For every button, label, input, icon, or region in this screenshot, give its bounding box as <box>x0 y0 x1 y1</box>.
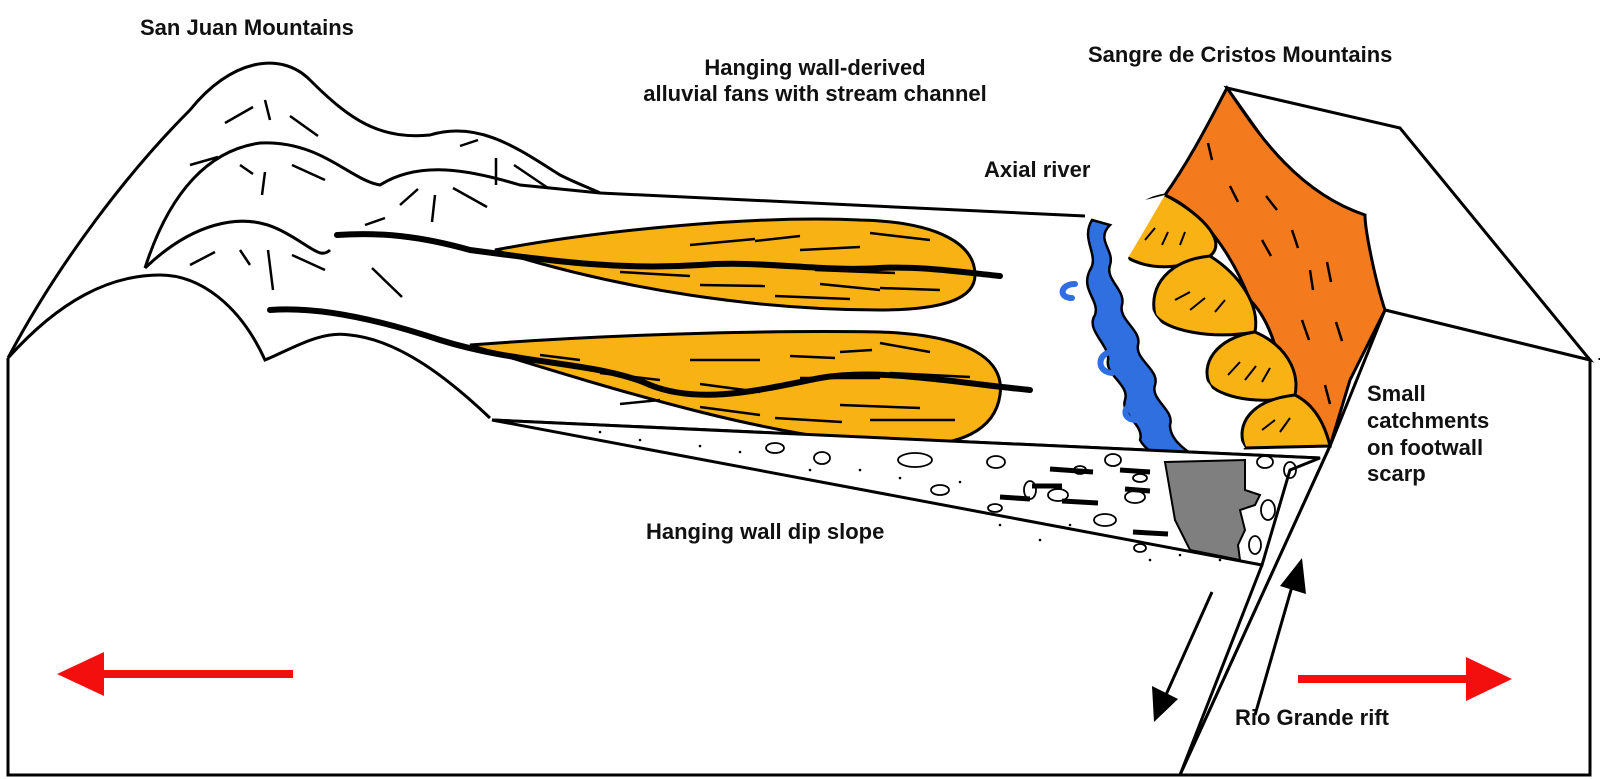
hanging-fans-line-1: Hanging wall-derived <box>704 55 926 80</box>
footwall-up-arrow <box>1253 582 1295 716</box>
dip-slope-label: Hanging wall dip slope <box>646 519 885 544</box>
catchments-line-1: Small <box>1367 381 1426 406</box>
scarp-hachures <box>1206 142 1344 405</box>
catchments-line-3: on footwall <box>1367 434 1484 460</box>
fault-trace <box>1178 564 1264 776</box>
basin-fill-dots <box>598 430 1222 562</box>
san-juan-mountains-label: San Juan Mountains <box>140 15 354 40</box>
rio-grande-rift-label: Rio Grande rift <box>1235 705 1390 730</box>
catchments-line-2: catchments <box>1367 407 1490 433</box>
mountain-hachures <box>189 99 549 298</box>
hanging-fans-line-2: alluvial fans with stream channel <box>643 80 987 106</box>
axial-river-label: Axial river <box>984 157 1091 182</box>
basin-fill-layers <box>999 466 1169 537</box>
sangre-de-cristos-label: Sangre de Cristos Mountains <box>1088 42 1393 67</box>
fan-radials <box>1144 227 1291 433</box>
footwall-fans <box>1119 193 1332 450</box>
footwall-catchments-label: Small catchments on footwall scarp <box>1367 381 1489 488</box>
oxbow-lakes <box>1059 281 1139 423</box>
footwall-block <box>1177 85 1595 777</box>
hanging-wall-fans-label: Hanging wall-derived alluvial fans with … <box>565 55 1065 107</box>
extension-arrows <box>57 652 1512 701</box>
basin-fill-clasts <box>765 442 1297 555</box>
gray-fill-body <box>1163 458 1262 562</box>
catchments-line-4: scarp <box>1367 461 1426 487</box>
hanging-wall-down-arrow <box>1163 591 1214 698</box>
san-juan-mountains <box>6 61 601 420</box>
basin-fill-wedge <box>491 418 1321 567</box>
basin-back-edge <box>599 191 1086 218</box>
stream-channels <box>267 231 1033 398</box>
fault-motion-arrows <box>1152 558 1306 722</box>
